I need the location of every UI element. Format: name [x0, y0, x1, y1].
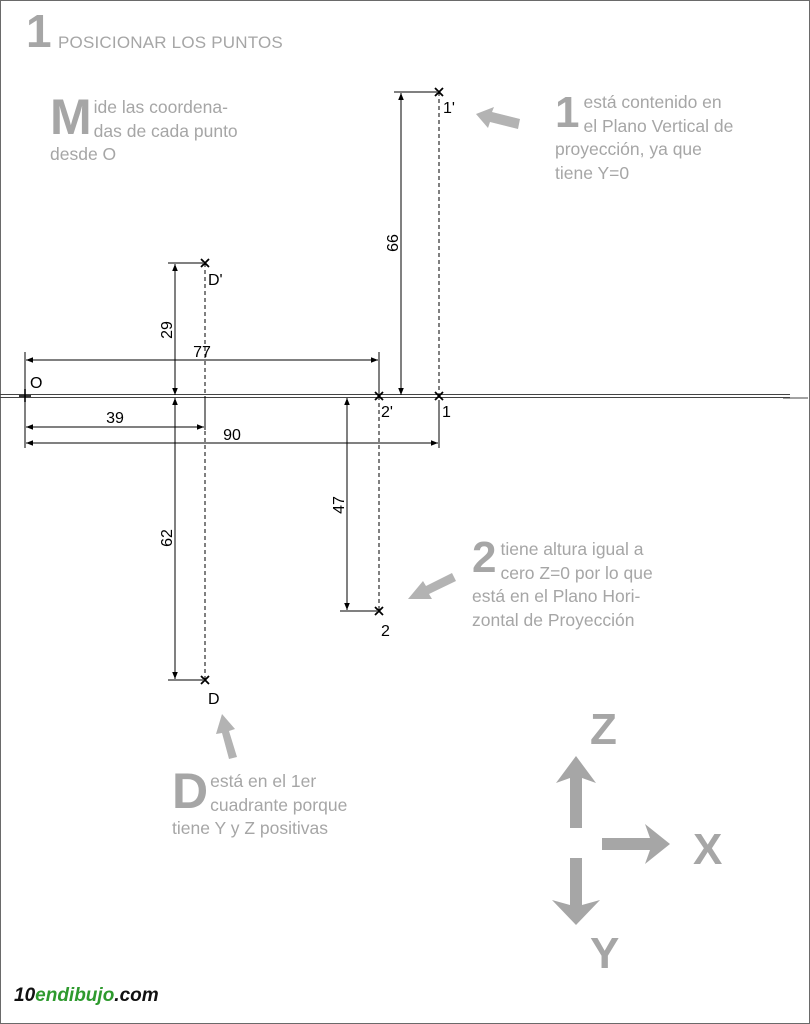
note-point-1-text: está contenido en el Plano Vertical de p…: [555, 92, 734, 183]
label-2: 2: [381, 623, 390, 640]
pointer-arrow-1-icon: [476, 107, 520, 129]
label-1-prime: 1': [443, 100, 455, 117]
logo-prefix: 10: [14, 985, 36, 1006]
dimension-d-z: 29: [159, 321, 176, 339]
ground-line: [0, 394, 808, 399]
axis-arrow-y-icon: [552, 858, 600, 925]
label-origin: O: [30, 375, 42, 392]
logo-suffix: .com: [114, 985, 159, 1006]
dimension-d-y: 62: [159, 529, 176, 547]
extension-lines: [24, 91, 440, 681]
note-point-1-cap: 1: [555, 88, 580, 137]
label-d-prime: D': [208, 272, 223, 289]
site-logo[interactable]: 10endibujo.com: [14, 985, 159, 1007]
pointer-arrow-2-icon: [408, 573, 456, 599]
point-mark-d: [200, 675, 210, 685]
note-point-d-text: está en el 1er cuadrante porque tiene Y …: [172, 771, 348, 838]
point-mark-2: [374, 606, 384, 616]
axis-label-x: X: [693, 825, 723, 874]
point-mark-1-prime: [434, 87, 444, 97]
step-number: 1: [26, 5, 52, 57]
note-measure-text: ide las coordena- das de cada punto desd…: [50, 97, 238, 164]
pointer-arrow-d-icon: [216, 714, 237, 759]
label-2-prime: 2': [381, 404, 393, 421]
dimension-2-y: 47: [331, 496, 348, 514]
axis-label-z: Z: [590, 705, 617, 754]
axis-arrow-x-icon: [602, 824, 670, 864]
axis-label-y: Y: [590, 929, 620, 978]
point-mark-2-prime: [374, 391, 384, 401]
dimension-1-z: 66: [385, 234, 402, 252]
dimension-1-x: 90: [223, 427, 241, 444]
note-measure-cap: M: [50, 89, 92, 145]
note-point-2-cap: 2: [472, 533, 497, 582]
note-point-d-cap: D: [172, 763, 209, 819]
step-title: POSICIONAR LOS PUNTOS: [58, 33, 283, 52]
point-mark-1: [434, 391, 444, 401]
point-mark-d-prime: [200, 258, 210, 268]
dimension-d-x: 39: [106, 410, 124, 427]
note-point-2-text: tiene altura igual a cero Z=0 por lo que…: [472, 539, 653, 630]
label-1: 1: [442, 404, 451, 421]
label-d: D: [208, 691, 220, 708]
logo-green: endibujo: [35, 985, 115, 1006]
dimension-2-x: 77: [193, 344, 211, 361]
axis-arrow-z-icon: [556, 756, 596, 828]
